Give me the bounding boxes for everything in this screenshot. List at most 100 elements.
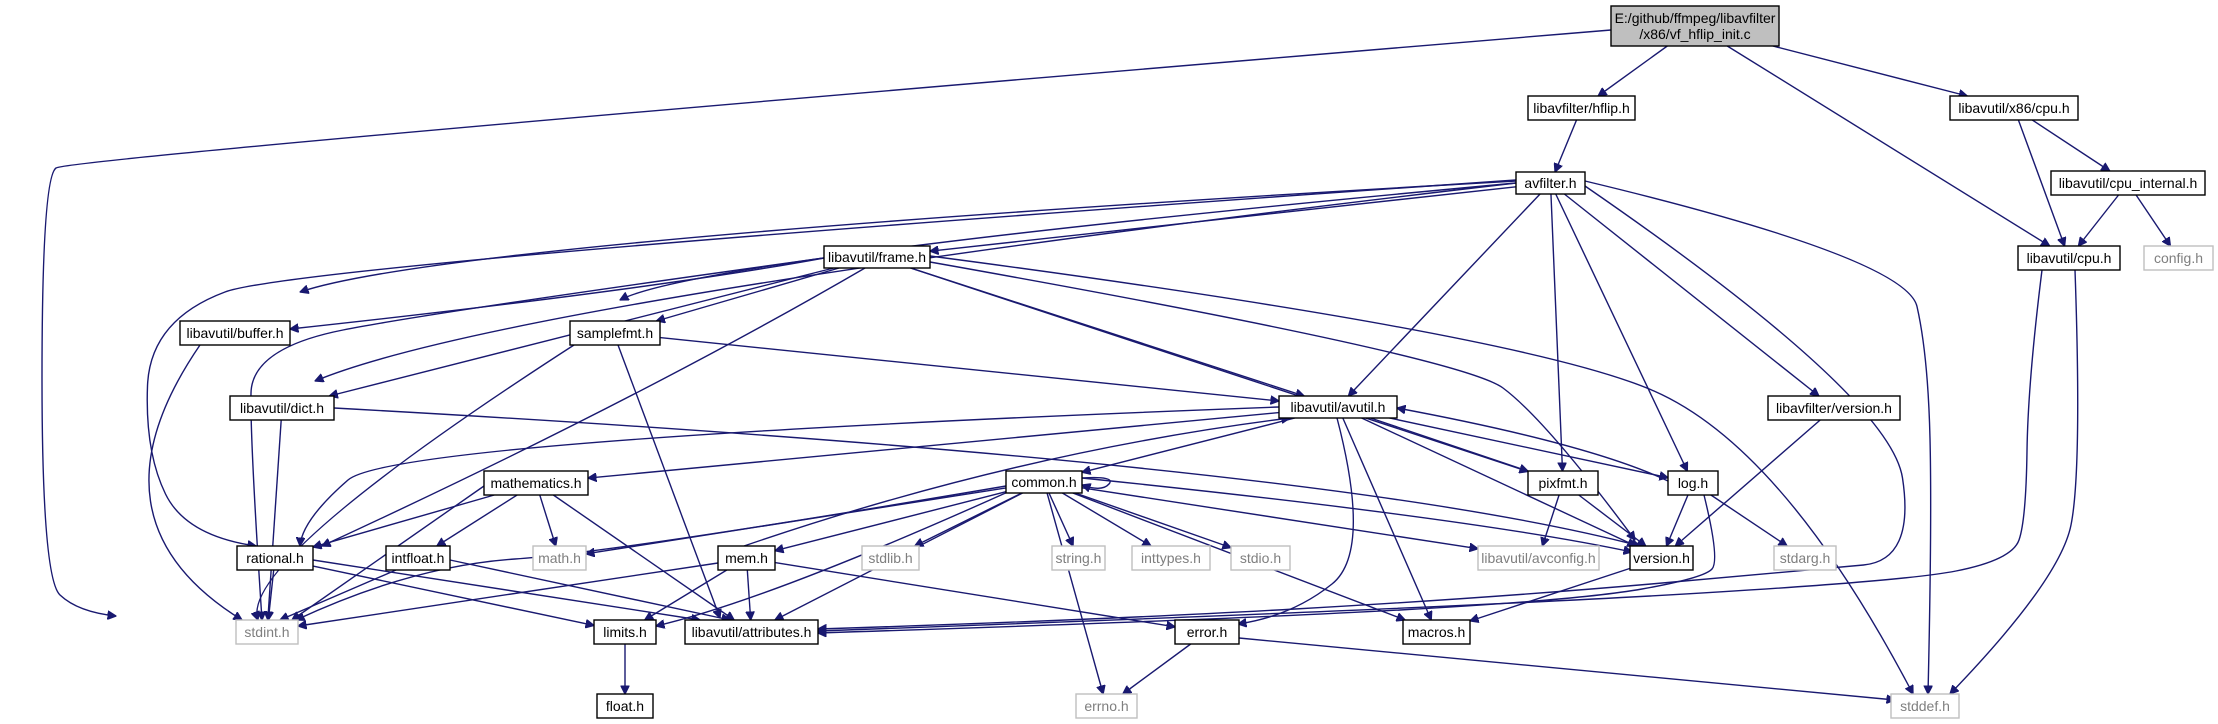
- node-box: [229, 395, 335, 421]
- node-math[interactable]: mathematics.h: [483, 470, 589, 496]
- node-label: libavutil/dict.h: [240, 400, 324, 416]
- node-box: [823, 245, 931, 269]
- edge-x86cpu-to-cpu: [2017, 119, 2064, 246]
- node-label: string.h: [1056, 550, 1102, 566]
- node-frame[interactable]: libavutil/frame.h: [823, 245, 931, 269]
- node-avconfig: libavutil/avconfig.h: [1477, 545, 1600, 571]
- edge-pixfmt-to-version: [1578, 494, 1646, 546]
- node-limits[interactable]: limits.h: [593, 619, 657, 645]
- node-label: stdio.h: [1240, 550, 1281, 566]
- node-label: libavfilter/hflip.h: [1533, 100, 1630, 116]
- node-config: config.h: [2143, 245, 2214, 271]
- edge-common-to-string: [1048, 492, 1073, 546]
- node-samplefmt[interactable]: samplefmt.h: [569, 320, 661, 346]
- node-label: error.h: [1187, 624, 1227, 640]
- edge-dict-to-stdint: [268, 419, 282, 620]
- node-box: [1527, 95, 1636, 121]
- edge-log-to-version: [1667, 494, 1689, 546]
- node-box: [717, 545, 776, 571]
- node-avutil[interactable]: libavutil/avutil.h: [1278, 395, 1398, 419]
- node-label: stdarg.h: [1780, 550, 1831, 566]
- node-root[interactable]: E:/github/ffmpeg/libavfilter/x86/vf_hfli…: [1610, 5, 1780, 47]
- edge-log-to-avutil: [1397, 408, 1669, 482]
- node-lfversion[interactable]: libavfilter/version.h: [1767, 395, 1901, 421]
- edge-intfloat-to-attributes: [449, 559, 730, 620]
- node-errno: errno.h: [1075, 693, 1138, 719]
- node-avfilter[interactable]: avfilter.h: [1515, 171, 1586, 195]
- node-box: [1629, 545, 1694, 571]
- edge-dict-to-version: [333, 407, 1640, 546]
- node-label: libavutil/x86/cpu.h: [1958, 100, 2069, 116]
- node-error[interactable]: error.h: [1174, 619, 1240, 645]
- node-pixfmt[interactable]: pixfmt.h: [1527, 470, 1599, 496]
- node-label: rational.h: [246, 550, 304, 566]
- edge-intfloat-to-stdint: [280, 569, 397, 620]
- node-box: [1477, 545, 1600, 571]
- edge-avutil-to-rational: [300, 406, 1280, 546]
- edge-common-to-inttypes: [1062, 492, 1151, 546]
- node-hflip[interactable]: libavfilter/hflip.h: [1527, 95, 1636, 121]
- node-stdio: stdio.h: [1230, 545, 1291, 571]
- node-box: [1667, 470, 1719, 496]
- edge-frame-to-samplefmt: [656, 267, 840, 321]
- node-intfloat[interactable]: intfloat.h: [385, 545, 451, 571]
- edge-avutil-to-math: [588, 411, 1280, 478]
- node-box: [532, 545, 587, 571]
- edge-log-to-stdarg: [1710, 494, 1787, 546]
- node-dict[interactable]: libavutil/dict.h: [229, 395, 335, 421]
- node-cpuint[interactable]: libavutil/cpu_internal.h: [2050, 170, 2206, 196]
- node-box: [684, 619, 819, 645]
- node-label: float.h: [606, 698, 644, 714]
- node-label: libavfilter/version.h: [1776, 400, 1892, 416]
- node-common[interactable]: common.h: [1005, 470, 1083, 494]
- node-label: config.h: [2154, 250, 2203, 266]
- edge-math-to-attributes: [552, 494, 734, 620]
- edge-root-to-hflip: [1598, 45, 1668, 96]
- edge-layer: [41, 29, 2170, 700]
- node-cpu[interactable]: libavutil/cpu.h: [2017, 245, 2121, 271]
- edge-mem-to-avutil: [743, 418, 1290, 547]
- node-label: libavutil/attributes.h: [692, 624, 812, 640]
- node-mem[interactable]: mem.h: [717, 545, 776, 571]
- edge-common-to-avconfig: [1081, 487, 1478, 549]
- edge-avfilter-to-log: [1555, 193, 1688, 471]
- edge-frame-to-rational: [322, 267, 866, 546]
- node-label: E:/github/ffmpeg/libavfilter: [1615, 10, 1776, 26]
- edge-log-to-attributes: [818, 494, 1716, 633]
- node-box: [1075, 693, 1138, 719]
- node-box: [2050, 170, 2206, 196]
- node-inttypes: inttypes.h: [1131, 545, 1211, 571]
- edge-hflip-to-avfilter: [1555, 119, 1578, 172]
- edge-avfilter-to-dict: [315, 182, 1517, 381]
- edge-common-to-common: [1082, 476, 1111, 489]
- node-rational[interactable]: rational.h: [236, 545, 314, 571]
- node-float[interactable]: float.h: [596, 693, 654, 719]
- node-box: [1402, 619, 1471, 645]
- edge-mem-to-attributes: [747, 569, 750, 620]
- edge-avutil-to-common: [1082, 417, 1296, 472]
- edge-buffer-to-stdint: [148, 344, 242, 620]
- node-macros[interactable]: macros.h: [1402, 619, 1471, 645]
- edge-root-to-cpu: [1726, 45, 2049, 246]
- node-string: string.h: [1051, 545, 1106, 571]
- node-label: math.h: [538, 550, 581, 566]
- node-box: [1610, 5, 1780, 47]
- edge-version-to-macros: [1470, 567, 1631, 621]
- node-attributes[interactable]: libavutil/attributes.h: [684, 619, 819, 645]
- node-log[interactable]: log.h: [1667, 470, 1719, 496]
- edge-mem-to-stdint: [298, 562, 719, 626]
- edge-x86cpu-to-cpuint: [2031, 119, 2110, 171]
- edge-avutil-to-macros: [1342, 417, 1431, 620]
- edge-avfilter-to-rational: [146, 179, 1517, 546]
- node-buffer[interactable]: libavutil/buffer.h: [179, 320, 291, 346]
- node-box: [2017, 245, 2121, 271]
- node-box: [1773, 545, 1837, 571]
- node-stdlib: stdlib.h: [861, 545, 920, 571]
- node-box: [593, 619, 657, 645]
- edge-frame-to-stdint: [250, 257, 825, 620]
- node-x86cpu[interactable]: libavutil/x86/cpu.h: [1949, 95, 2079, 121]
- node-version[interactable]: version.h: [1629, 545, 1694, 571]
- node-stdint: stdint.h: [235, 619, 299, 645]
- edge-pixfmt-to-avconfig: [1542, 494, 1560, 546]
